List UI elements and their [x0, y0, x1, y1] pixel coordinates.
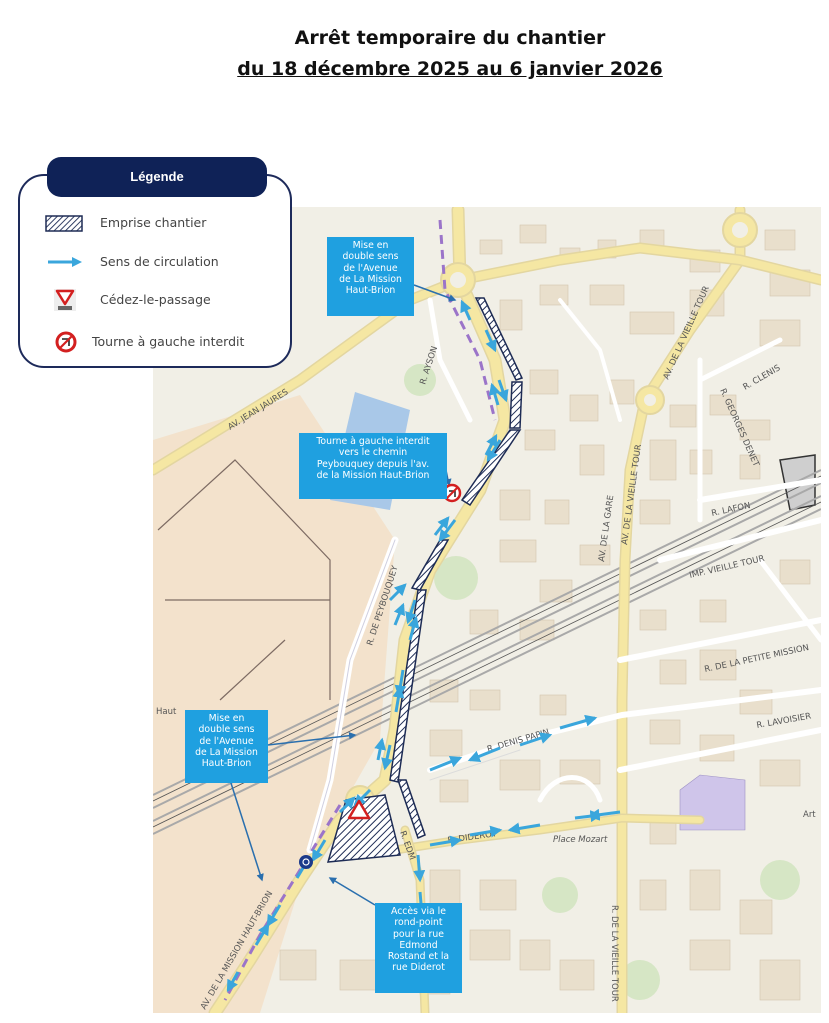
hatched-rectangle-icon: [45, 215, 83, 232]
legend-item-yield: Cédez-le-passage: [20, 289, 290, 311]
legend-box: Emprise chantier Sens de circulation Céd…: [18, 174, 292, 368]
no-left-turn-icon: [55, 331, 77, 353]
callout-double-sens-left: Mise en double sens de l'Avenue de La Mi…: [185, 710, 268, 783]
street-label: Art: [803, 810, 816, 820]
traffic-arrows: [226, 299, 621, 993]
callout-leaders: [229, 284, 457, 906]
page-title: Arrêt temporaire du chantier: [294, 27, 606, 49]
callout-double-sens-top: Mise en double sens de l'Avenue de La Mi…: [327, 237, 414, 316]
roundabout-icon: [299, 855, 313, 869]
legend-item-traffic: Sens de circulation: [20, 251, 290, 273]
legend-item-construction: Emprise chantier: [20, 212, 290, 234]
street-label: Haut: [156, 707, 177, 717]
yield-sign-icon: [54, 289, 76, 311]
legend-label: Emprise chantier: [100, 215, 207, 230]
street-label: Place Mozart: [553, 835, 608, 845]
callout-tourne-gauche-interdit: Tourne à gauche interdit vers le chemin …: [299, 433, 447, 499]
street-label: R. DE LA VIEILLE TOUR: [609, 905, 619, 1002]
legend-item-no-left-turn: Tourne à gauche interdit: [20, 331, 290, 353]
legend-label: Sens de circulation: [100, 254, 219, 269]
legend-label: Cédez-le-passage: [100, 292, 211, 307]
construction-zones: [326, 297, 524, 863]
yield-sign-icon: [347, 799, 371, 820]
blue-arrow-icon: [48, 257, 82, 267]
page-subtitle-dates: du 18 décembre 2025 au 6 janvier 2026: [237, 58, 663, 80]
legend-header: Légende: [47, 157, 267, 197]
callout-acces-rond-point: Accès via le rond-point pour la rue Edmo…: [375, 903, 462, 993]
legend-label: Tourne à gauche interdit: [92, 334, 245, 349]
